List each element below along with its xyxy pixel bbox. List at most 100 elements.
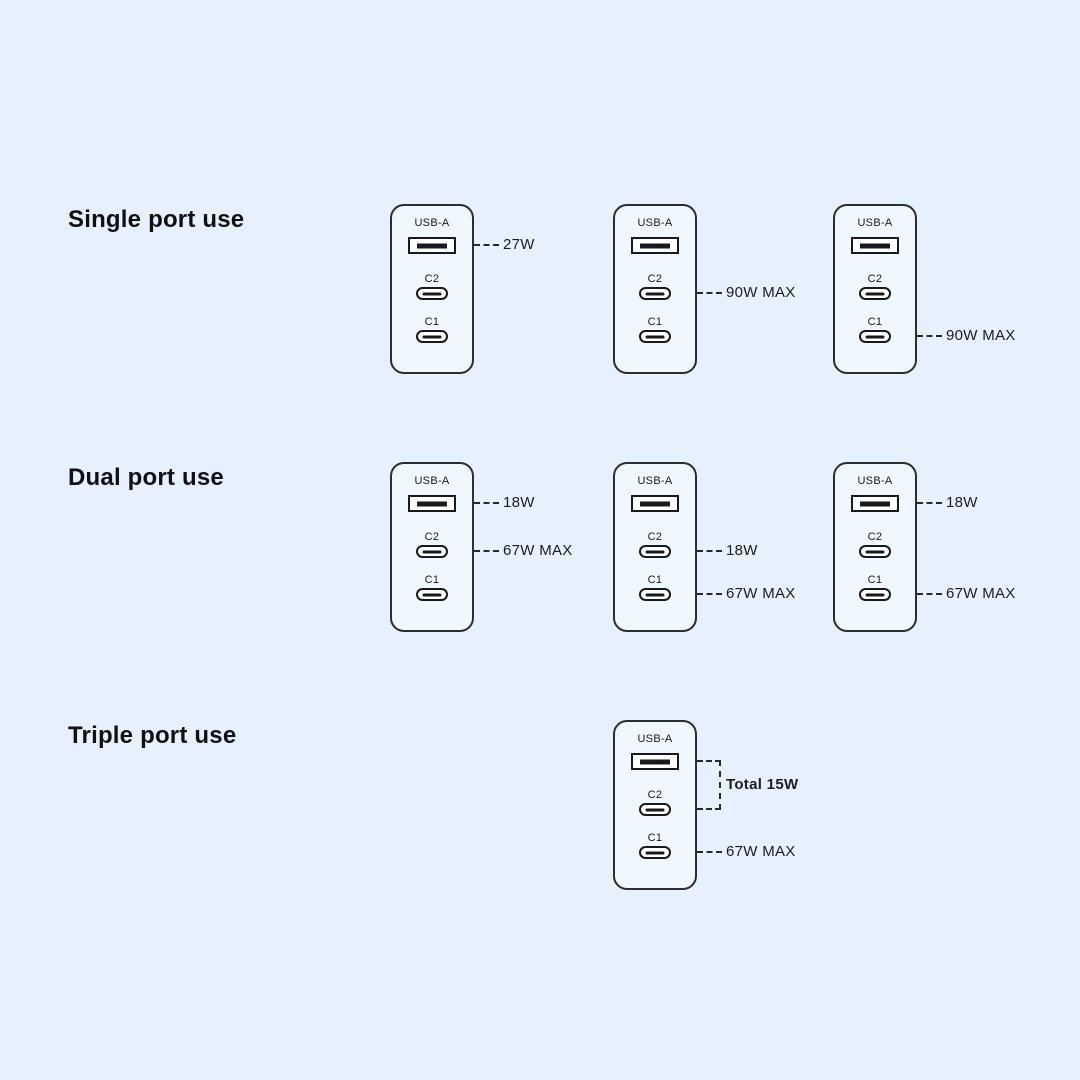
usb-c-pin-icon [645,550,665,553]
port-label-usb-a: USB-A [857,217,893,229]
annotation-c2-18w: 18W [697,540,758,562]
wattage-label: 18W [946,494,978,511]
port-label-c2: C2 [424,531,440,543]
charger-single-3: USB-A C2 C1 [833,204,917,374]
port-label-usb-a: USB-A [637,733,673,745]
charger-single-1: USB-A C2 C1 [390,204,474,374]
usb-c-port-icon [639,588,671,601]
section-title-dual-port: Dual port use [68,464,224,491]
wattage-label: 67W MAX [503,542,573,559]
dashed-connector [697,593,722,595]
port-label-usb-a: USB-A [637,475,673,487]
usb-c-port-icon [639,545,671,558]
usb-a-pin-icon [417,501,447,506]
usb-c-pin-icon [422,335,442,338]
usb-c-port-icon [859,287,891,300]
section-title-single-port: Single port use [68,206,245,233]
usb-c-port-icon [416,287,448,300]
wattage-label: 90W MAX [726,284,796,301]
port-label-c2: C2 [647,531,663,543]
usb-c-port-icon [859,588,891,601]
port-label-c1: C1 [867,316,883,328]
port-label-c2: C2 [424,273,440,285]
charger-dual-3: USB-A C2 C1 [833,462,917,632]
port-label-c1: C1 [424,316,440,328]
usb-a-port-icon [631,237,679,254]
port-label-usb-a: USB-A [857,475,893,487]
port-label-usb-a: USB-A [637,217,673,229]
annotation-usb-a-27w: 27W [474,234,535,256]
usb-c-pin-icon [865,550,885,553]
usb-a-pin-icon [417,243,447,248]
port-label-c2: C2 [647,789,663,801]
charger-dual-1: USB-A C2 C1 [390,462,474,632]
dashed-connector [917,335,942,337]
usb-a-port-icon [631,753,679,770]
usb-c-pin-icon [645,851,665,854]
usb-c-port-icon [639,330,671,343]
dashed-connector [474,550,499,552]
usb-c-pin-icon [645,808,665,811]
dashed-connector [917,502,942,504]
usb-c-pin-icon [865,593,885,596]
usb-c-pin-icon [645,335,665,338]
dashed-connector [697,292,722,294]
port-label-c1: C1 [647,832,663,844]
charger-dual-2: USB-A C2 C1 [613,462,697,632]
usb-c-port-icon [416,330,448,343]
usb-c-port-icon [639,287,671,300]
wattage-label: 67W MAX [726,843,796,860]
usb-a-pin-icon [640,243,670,248]
wattage-label: 27W [503,236,535,253]
usb-c-pin-icon [422,593,442,596]
annotation-c1-67w: 67W MAX [697,583,796,605]
dashed-connector [917,593,942,595]
dashed-bracket-side [719,760,721,810]
port-label-usb-a: USB-A [414,475,450,487]
port-label-c1: C1 [867,574,883,586]
usb-c-port-icon [639,803,671,816]
charger-single-2: USB-A C2 C1 [613,204,697,374]
usb-c-port-icon [639,846,671,859]
wattage-label: 18W [726,542,758,559]
usb-a-port-icon [408,495,456,512]
usb-c-pin-icon [422,550,442,553]
annotation-usb-a-18w: 18W [917,492,978,514]
annotation-c1-67w: 67W MAX [697,841,796,863]
usb-c-pin-icon [645,292,665,295]
dashed-bracket-top [697,760,721,762]
usb-a-pin-icon [860,501,890,506]
usb-a-port-icon [851,237,899,254]
wattage-label: 67W MAX [946,585,1016,602]
usb-c-pin-icon [422,292,442,295]
port-label-c1: C1 [424,574,440,586]
dashed-bracket-bottom [697,808,721,810]
usb-a-port-icon [631,495,679,512]
usb-c-port-icon [859,545,891,558]
usb-c-pin-icon [865,335,885,338]
port-label-c1: C1 [647,574,663,586]
usb-a-pin-icon [640,759,670,764]
annotation-c2-90w: 90W MAX [697,282,796,304]
usb-c-port-icon [416,588,448,601]
annotation-c1-67w: 67W MAX [917,583,1016,605]
port-label-c2: C2 [867,531,883,543]
dashed-connector [474,502,499,504]
usb-c-pin-icon [645,593,665,596]
usb-a-port-icon [408,237,456,254]
annotation-c1-90w: 90W MAX [917,325,1016,347]
port-label-c1: C1 [647,316,663,328]
usb-a-pin-icon [640,501,670,506]
dashed-connector [697,550,722,552]
dashed-connector [697,851,722,853]
wattage-label: 67W MAX [726,585,796,602]
dashed-connector [474,244,499,246]
usb-a-port-icon [851,495,899,512]
usb-a-pin-icon [860,243,890,248]
usb-c-port-icon [859,330,891,343]
port-label-c2: C2 [867,273,883,285]
wattage-label: 18W [503,494,535,511]
annotation-usb-a-18w: 18W [474,492,535,514]
annotation-c2-67w: 67W MAX [474,540,573,562]
